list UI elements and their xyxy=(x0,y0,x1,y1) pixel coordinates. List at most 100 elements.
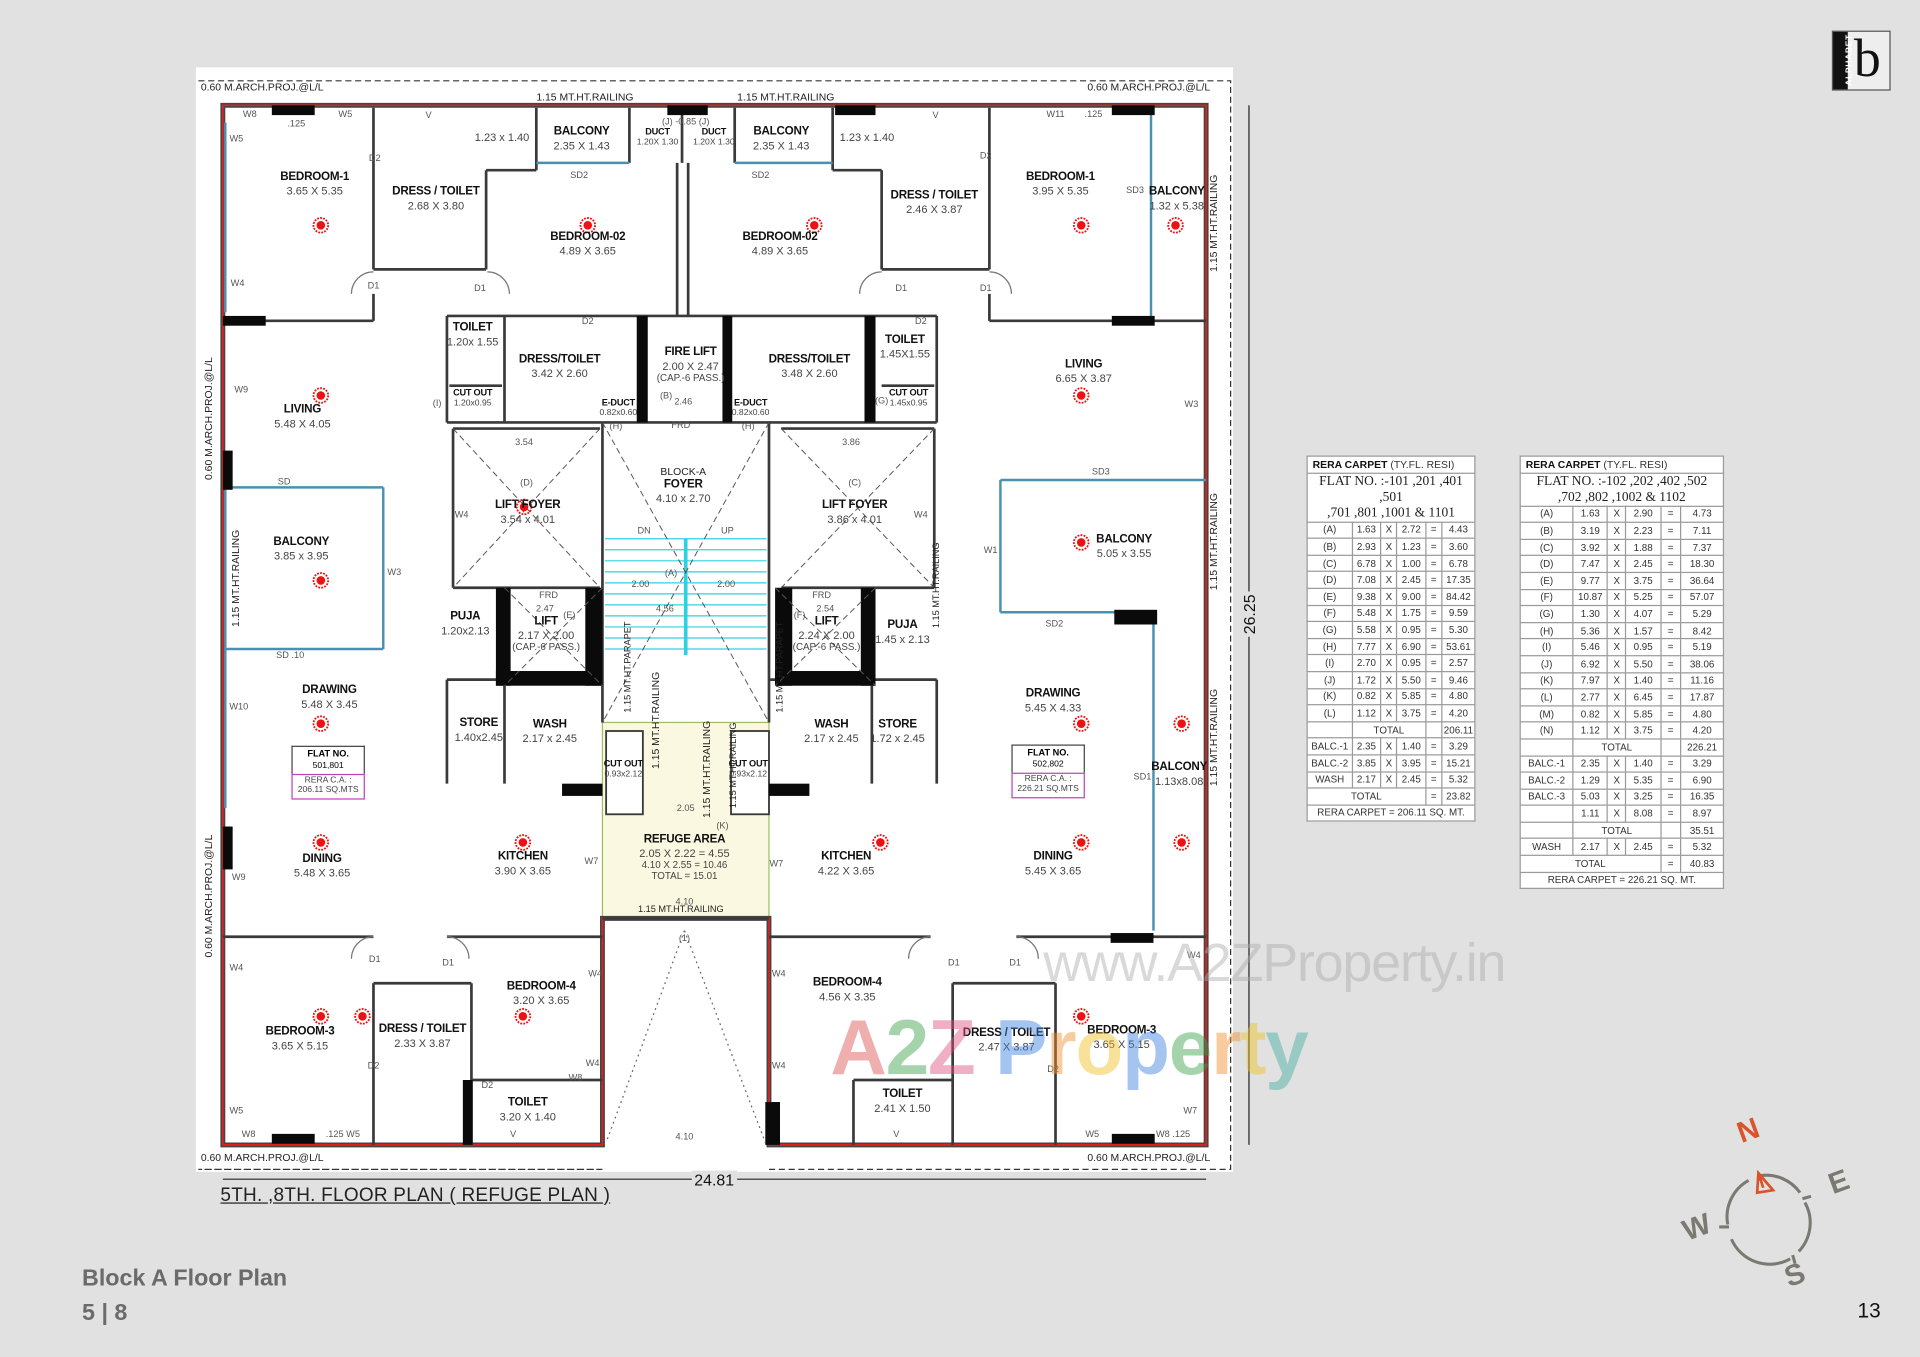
room-name: DINING xyxy=(1033,849,1073,864)
table-cell: BALC.-1 xyxy=(1519,754,1574,773)
table-cell: 3.92 xyxy=(1572,538,1609,557)
plan-annotation: (C) xyxy=(848,476,862,488)
plan-annotation: W7 xyxy=(584,855,599,867)
table-cell: X xyxy=(1606,754,1627,773)
plan-annotation: 2.05 xyxy=(676,802,695,814)
plan-annotation: 2.54 xyxy=(816,603,835,615)
table-cell: 9.46 xyxy=(1441,670,1476,689)
table-cell: (B) xyxy=(1306,537,1353,556)
column xyxy=(722,315,733,423)
plan-annotation: (H) xyxy=(741,420,755,432)
table-cell: X xyxy=(1606,655,1627,673)
table-cell: 5.29 xyxy=(1680,605,1725,623)
railing-label: 1.15 MT.HT.RAILING xyxy=(1207,688,1220,787)
table-cell: 9.00 xyxy=(1396,587,1427,606)
light-point-icon xyxy=(1072,534,1090,551)
light-point-icon xyxy=(354,1008,371,1025)
table-cell: 6.90 xyxy=(1680,771,1725,790)
table-cell: 8.42 xyxy=(1680,621,1725,640)
plan-annotation: .125 W5 xyxy=(325,1128,360,1140)
light-point-icon xyxy=(1167,217,1184,234)
table-cell: (G) xyxy=(1519,605,1574,623)
table-cell: 2.45 xyxy=(1396,571,1427,589)
rera-area: 206.11 SQ.MTS xyxy=(297,786,359,796)
room-dimensions: 5.48 X 4.05 xyxy=(274,417,331,430)
table-cell: X xyxy=(1380,654,1398,673)
table-cell: 2.45 xyxy=(1625,838,1662,856)
table-cell: X xyxy=(1606,671,1627,690)
room-name: TOILET xyxy=(885,333,925,347)
plan-annotation: W4 xyxy=(913,508,928,520)
room-dimensions: 4.56 X 3.35 xyxy=(819,990,876,1003)
plan-annotation: 4.10 xyxy=(675,895,694,907)
room-dimensions: 3.42 X 2.60 xyxy=(531,367,588,380)
table-cell: 57.07 xyxy=(1680,588,1725,607)
plan-annotation: SD3 xyxy=(1126,184,1145,196)
room-dimensions: 1.20X 1.30 xyxy=(693,137,735,147)
room-dimensions: 3.65 X 5.15 xyxy=(271,1039,329,1052)
room-name: TOILET xyxy=(882,1087,923,1101)
table-cell: 0.95 xyxy=(1396,621,1427,639)
plan-annotation: 2.46 xyxy=(674,396,693,408)
door-swing xyxy=(446,936,470,959)
table-cell: 5.50 xyxy=(1625,655,1662,673)
room-name: DRESS/TOILET xyxy=(768,352,851,367)
light-point-icon xyxy=(514,1008,532,1025)
plan-annotation: D1 xyxy=(948,956,960,968)
room-dimensions: 1.20x2.13 xyxy=(441,624,490,637)
room-name: TOILET xyxy=(452,320,493,335)
room-dimensions: 0.93x2.12 xyxy=(729,769,767,779)
plan-annotation: .125 xyxy=(287,118,306,130)
table-cell: = xyxy=(1659,804,1682,823)
north-arrow-icon xyxy=(1755,1169,1776,1195)
table-cell: 9.38 xyxy=(1351,587,1382,606)
room-dimensions: 1.20x 1.55 xyxy=(446,335,499,348)
plan-annotation: (I) xyxy=(432,397,442,409)
table-cell: 53.61 xyxy=(1441,637,1476,656)
room-name: CUT OUT xyxy=(889,386,929,398)
light-point-icon xyxy=(316,391,326,400)
table-cell: X xyxy=(1606,688,1627,707)
plan-annotation: (B) xyxy=(660,390,673,402)
railing-label: 1.15 MT.HT.RAILING xyxy=(737,90,835,103)
table-cell: 0.82 xyxy=(1351,687,1382,706)
room-dimensions: 1.32 x 5.38 xyxy=(1149,199,1205,212)
table-cell: 36.64 xyxy=(1680,571,1725,590)
plan-annotation: 4.56 xyxy=(655,603,674,615)
table-cell: X xyxy=(1380,687,1398,706)
light-point-icon xyxy=(316,221,326,230)
table-cell: = xyxy=(1659,638,1682,657)
table-cell: = xyxy=(1424,604,1443,623)
plan-annotation: D1 xyxy=(979,282,992,294)
table-cell: 1.23 xyxy=(1396,537,1427,556)
watermark-letter: Z xyxy=(927,1002,976,1092)
table-cell: 4.80 xyxy=(1441,687,1476,706)
room-name: FIRE LIFT xyxy=(664,345,717,359)
logo-letter: b xyxy=(1853,28,1881,89)
table-cell: 6.92 xyxy=(1572,655,1609,673)
table-cell: 1.29 xyxy=(1572,771,1609,790)
flat-tag-label: FLAT NO. xyxy=(307,748,349,760)
light-point-icon xyxy=(1173,834,1190,851)
table-cell: 0.95 xyxy=(1396,654,1427,673)
light-point-icon xyxy=(876,838,885,847)
table-cell: 3.75 xyxy=(1625,721,1662,740)
table-cell: 2.17 xyxy=(1572,838,1609,856)
plan-annotation: V xyxy=(509,1128,517,1140)
